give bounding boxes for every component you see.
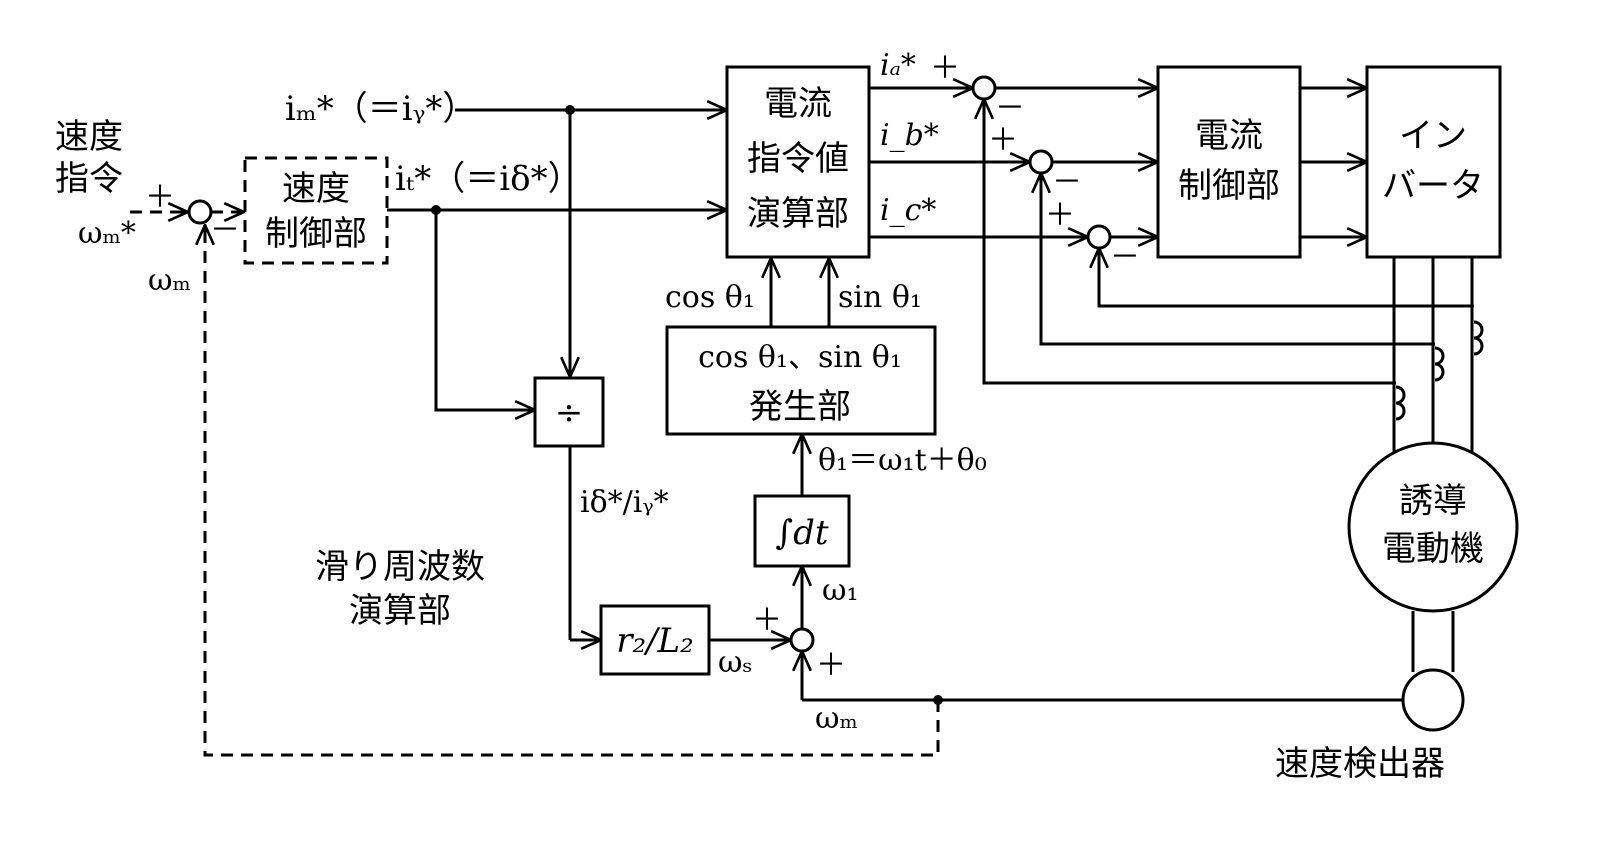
- omega-m-junction-dot: [933, 695, 943, 705]
- current-command-label-3: 演算部: [747, 194, 849, 234]
- ic-summing-junction: [1086, 224, 1112, 250]
- ratio-label: iδ*/iᵧ*: [580, 485, 669, 520]
- omega-m-actual-label: ωₘ: [815, 701, 858, 736]
- it-to-divider-line: [434, 210, 520, 412]
- current-sensor-c-icon: [1473, 320, 1484, 356]
- theta-label: θ₁＝ω₁t＋θ₀: [818, 443, 987, 478]
- current-controller-label-2: 制御部: [1178, 166, 1280, 206]
- current-command-calc-block: [725, 65, 871, 259]
- slip-summing-junction: [789, 627, 815, 653]
- suma-minus: －: [995, 91, 1025, 126]
- current-controller-block: [1156, 65, 1302, 259]
- sum1-plus: ＋: [145, 180, 175, 215]
- slip-freq-label-2: 演算部: [349, 591, 451, 631]
- cos-label: cos θ₁: [665, 280, 755, 315]
- sumb-plus: ＋: [988, 123, 1018, 158]
- trig-generator-label-2: 発生部: [749, 387, 851, 427]
- sin-label: sin θ₁: [838, 280, 922, 315]
- gain-label: r₂/L₂: [616, 621, 694, 661]
- gain-block: [599, 604, 711, 676]
- motor-label-2: 電動機: [1382, 529, 1484, 569]
- slip-freq-label-1: 滑り周波数: [315, 547, 485, 587]
- sum2-plus-bottom: ＋: [816, 648, 846, 683]
- inverter-label-2: バータ: [1382, 166, 1484, 206]
- induction-motor: [1347, 441, 1519, 613]
- sumc-minus: －: [1110, 240, 1140, 275]
- integrator-label: ∫dt: [775, 513, 828, 553]
- ib-summing-junction: [1028, 149, 1054, 175]
- current-sensor-b-icon: [1434, 346, 1445, 382]
- speed-feedback-line: [203, 238, 940, 757]
- sumb-minus: －: [1052, 165, 1082, 200]
- ia-star-label: iₐ*: [880, 48, 916, 83]
- sum2-plus-left: ＋: [752, 603, 782, 638]
- trig-generator-block: [665, 325, 937, 436]
- integrator-block: [753, 494, 851, 568]
- omega-m-star-label: ωₘ*: [78, 216, 136, 251]
- speed-controller-label-2: 制御部: [265, 214, 367, 254]
- omega-s-label: ωₛ: [718, 645, 753, 680]
- speed-summing-junction: [187, 199, 213, 225]
- omega-1-label: ω₁: [822, 573, 859, 608]
- sum1-minus: －: [210, 213, 240, 248]
- speed-detector-label: 速度検出器: [1275, 744, 1445, 784]
- ic-star-label: i_c*: [880, 193, 936, 228]
- inverter-label-1: イン: [1399, 116, 1467, 156]
- speed-controller-label-1: 速度: [282, 169, 350, 209]
- im-star-label: iₘ*（＝iᵧ*）: [285, 89, 476, 129]
- current-command-label-2: 指令値: [747, 139, 849, 179]
- inverter-block: [1365, 65, 1502, 259]
- motor-label-1: 誘導: [1399, 481, 1467, 521]
- current-command-label-1: 電流: [764, 84, 832, 124]
- ib-star-label: i_b*: [880, 118, 939, 153]
- speed-command-label-1: 速度: [55, 117, 123, 157]
- ib-feedback-line: [1039, 185, 1435, 346]
- ia-summing-junction: [971, 75, 997, 101]
- ia-feedback-line: [982, 110, 1396, 385]
- speed-controller-block: [243, 156, 389, 265]
- it-star-label: iₜ*（＝iδ*）: [395, 159, 582, 199]
- sumc-plus: ＋: [1045, 198, 1075, 233]
- current-controller-label-1: 電流: [1195, 116, 1263, 156]
- ic-feedback-line: [1097, 260, 1474, 308]
- suma-plus: ＋: [930, 51, 960, 86]
- omega-m-feedback-label: ωₘ: [148, 263, 191, 298]
- trig-generator-label-1: cos θ₁、sin θ₁: [698, 340, 902, 375]
- speed-detector: [1401, 668, 1465, 732]
- speed-command-label-2: 指令: [55, 159, 123, 199]
- divider-symbol: ÷: [555, 393, 584, 433]
- current-sensor-a-icon: [1395, 385, 1406, 421]
